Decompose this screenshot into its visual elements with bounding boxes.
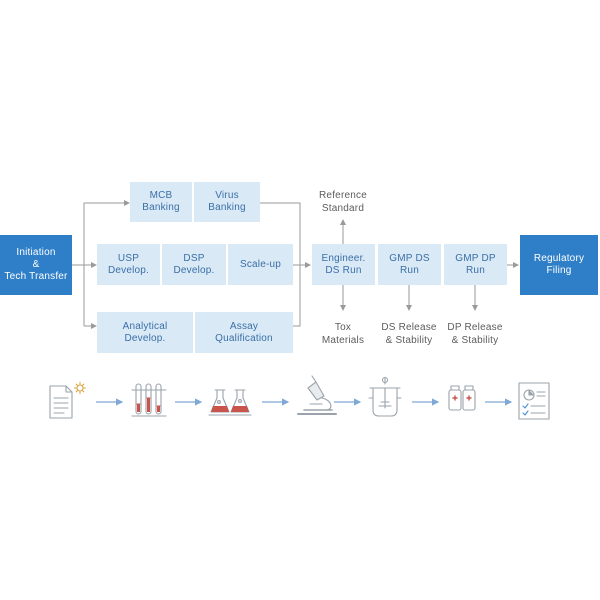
usp-develop-box: USP Develop. [97, 244, 160, 285]
report-icon [518, 382, 550, 420]
initiation-box: Initiation & Tech Transfer [0, 235, 72, 295]
vials-icon [448, 385, 476, 411]
analytical-develop-box: Analytical Develop. [97, 312, 193, 353]
flasks-icon [208, 389, 252, 416]
reference-standard-label: Reference Standard [319, 190, 367, 214]
scale-up-box: Scale-up [228, 244, 293, 285]
mcb-banking-box: MCB Banking [130, 182, 192, 222]
gmp-ds-run-box: GMP DS Run [378, 244, 441, 285]
tox-materials-label: Tox Materials [321, 322, 365, 346]
virus-banking-box: Virus Banking [194, 182, 260, 222]
document-gear-icon [49, 381, 87, 419]
dsp-develop-box: DSP Develop. [162, 244, 226, 285]
bioreactor-icon [368, 376, 402, 417]
assay-qualification-box: Assay Qualification [195, 312, 293, 353]
gmp-dp-run-box: GMP DP Run [444, 244, 507, 285]
test-tubes-icon [131, 383, 167, 417]
engineer-ds-run-box: Engineer. DS Run [312, 244, 375, 285]
microscope-icon [297, 375, 337, 415]
regulatory-filing-box: Regulatory Filing [520, 235, 598, 295]
dp-release-label: DP Release & Stability [447, 322, 503, 346]
ds-release-label: DS Release & Stability [381, 322, 437, 346]
